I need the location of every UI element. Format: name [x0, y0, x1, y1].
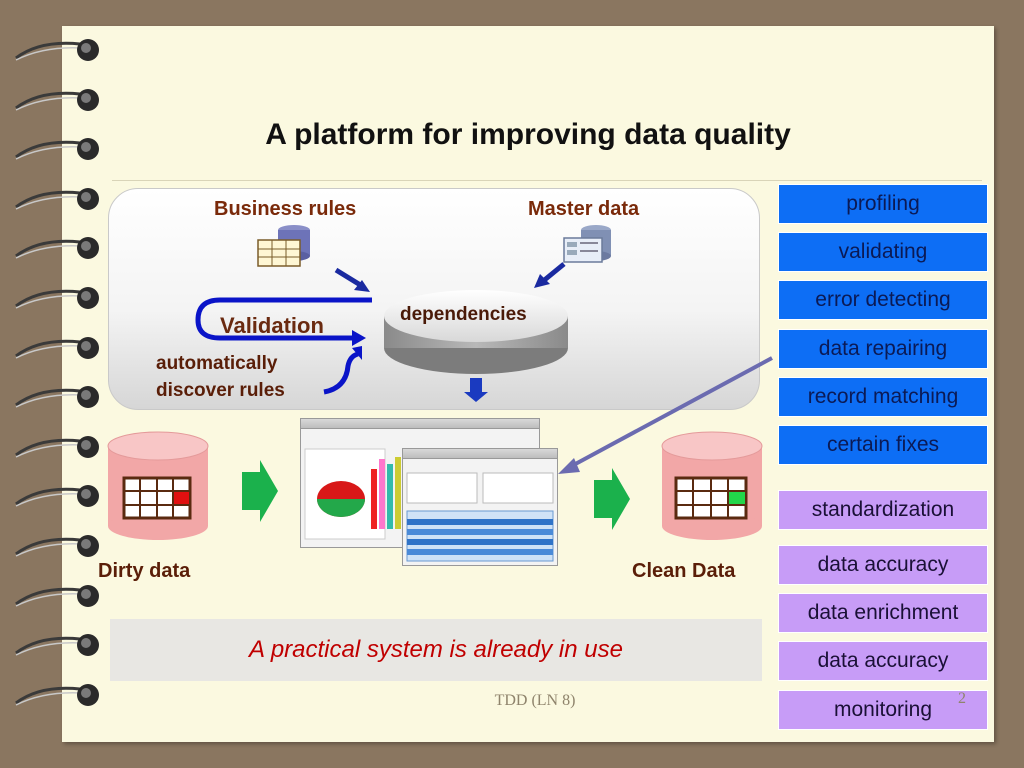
task-box-data-accuracy: data accuracy: [778, 641, 988, 681]
spiral-ring-icon: [15, 88, 99, 111]
spiral-ring-icon: [15, 39, 99, 61]
task-box-data-accuracy: data accuracy: [778, 545, 988, 585]
task-box-data-repairing: data repairing: [778, 329, 988, 369]
spiral-ring-icon: [15, 187, 99, 210]
database-master-icon: [563, 225, 611, 263]
page-number: 2: [958, 690, 966, 707]
spiral-ring-icon: [15, 386, 99, 409]
footer-text: TDD (LN 8): [494, 692, 576, 709]
task-box-validating: validating: [778, 232, 988, 272]
pointer-arrow: [558, 356, 773, 474]
business-rules-label: Business rules: [214, 198, 357, 220]
app-screenshot-front: [402, 448, 558, 566]
dependencies-label: dependencies: [400, 304, 527, 325]
dirty-data-label: Dirty data: [98, 560, 191, 582]
green-arrow-icon: [242, 460, 278, 522]
green-arrow-icon-right: [594, 468, 630, 530]
spiral-ring-icon: [15, 336, 99, 359]
spiral-ring-icon: [15, 683, 99, 706]
spiral-ring-icon: [15, 584, 99, 607]
discover-label-line1: automatically: [156, 353, 278, 374]
dirty-cylinder-icon: [107, 431, 209, 540]
task-box-standardization: standardization: [778, 490, 988, 530]
task-box-profiling: profiling: [778, 184, 988, 224]
practical-system-banner: A practical system is already in use: [110, 619, 762, 681]
slide-title: A platform for improving data quality: [265, 118, 791, 151]
validation-label: Validation: [220, 313, 324, 338]
task-box-monitoring: monitoring: [778, 690, 988, 730]
discover-label-line2: discover rules: [156, 380, 285, 401]
task-box-record-matching: record matching: [778, 377, 988, 417]
task-box-data-enrichment: data enrichment: [778, 593, 988, 633]
blue-arrow-icon: [334, 267, 364, 289]
task-box-error-detecting: error detecting: [778, 280, 988, 320]
clean-data-label: Clean Data: [632, 560, 736, 582]
task-box-certain-fixes: certain fixes: [778, 425, 988, 465]
spiral-ring-icon: [15, 138, 99, 161]
clean-cylinder-icon: [661, 431, 763, 540]
spiral-ring-icon: [15, 634, 99, 657]
spiral-ring-icon: [15, 435, 99, 458]
spiral-ring-icon: [15, 237, 99, 260]
title-divider: [112, 180, 982, 181]
diagram-graphics: [195, 262, 568, 402]
database-table-icon: [257, 225, 310, 267]
master-data-label: Master data: [528, 198, 640, 220]
spiral-ring-icon: [15, 485, 99, 508]
spiral-ring-icon: [15, 287, 99, 309]
spiral-ring-icon: [15, 535, 99, 557]
